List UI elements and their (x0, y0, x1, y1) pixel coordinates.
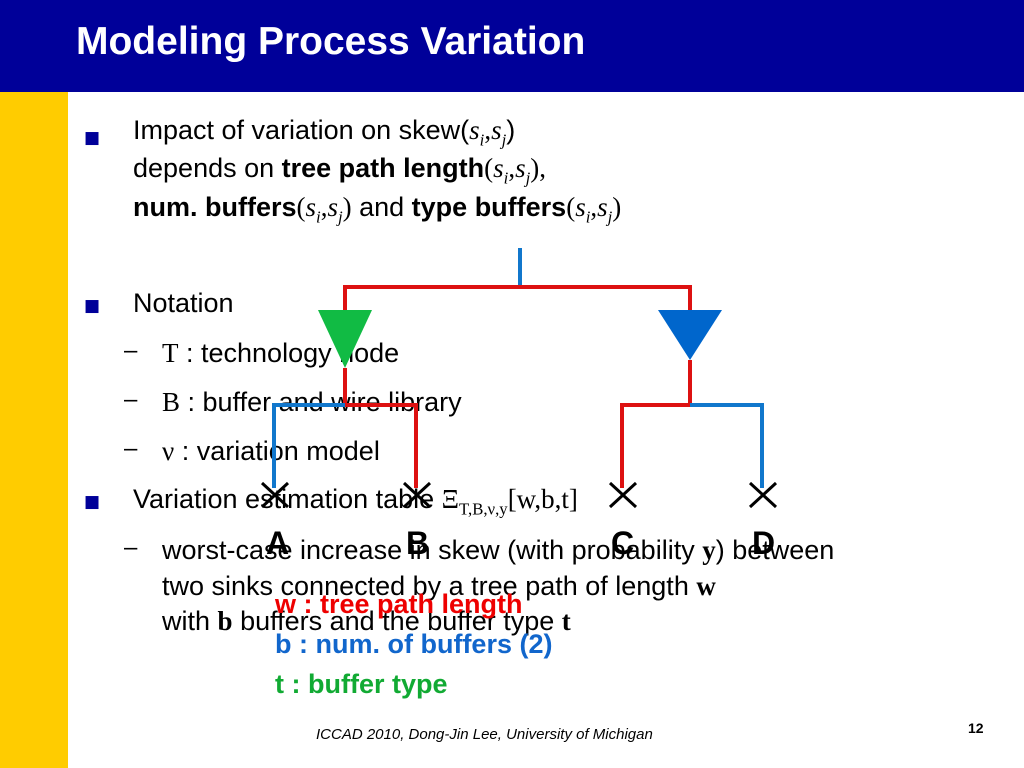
bullet-marker-icon: ■ (84, 492, 101, 512)
title-bar: Modeling Process Variation (0, 0, 1024, 92)
trunk-wire (343, 285, 692, 322)
worst-case-line1: worst-case increase in skew (with probab… (162, 535, 835, 565)
page-number: 12 (968, 720, 984, 736)
dash-marker: – (124, 386, 138, 413)
dash-marker: – (124, 337, 138, 364)
bullet-marker-icon: ■ (84, 296, 101, 316)
sink-x-c (608, 481, 638, 509)
worst-case-line3: with b buffers and the buffer type t (162, 606, 571, 636)
sink-x-d (748, 481, 778, 509)
bullet-impact-line3: num. buffers(si,sj) and type buffers(si,… (133, 192, 622, 227)
wire-to-d (690, 403, 764, 488)
legend-b: b : num. of buffers (2) (275, 629, 553, 659)
sink-x-b (402, 481, 432, 509)
sink-label-b: B (406, 525, 430, 561)
legend-w: w : tree path length (275, 589, 523, 619)
wire-to-c (620, 360, 692, 488)
sink-x-a (260, 481, 290, 509)
wire-to-b (343, 368, 418, 488)
notation-heading: Notation (133, 288, 234, 318)
slide-title: Modeling Process Variation (76, 20, 586, 63)
notation-item-variation: ν : variation model (162, 436, 380, 466)
buffer-blue-icon (658, 310, 722, 360)
bullet-impact-line2: depends on tree path length(si,sj), (133, 153, 546, 188)
sink-label-d: D (752, 525, 776, 561)
buffer-green-icon (318, 310, 372, 368)
variation-table-line: Variation estimation table ΞT,B,ν,y[w,b,… (133, 484, 578, 519)
dash-marker: – (124, 534, 138, 561)
bullet-impact-line1: Impact of variation on skew(si,sj) (133, 115, 516, 150)
sink-markers (260, 481, 778, 509)
bullet-marker-icon: ■ (84, 128, 101, 148)
wire-to-a (272, 403, 345, 488)
notation-item-technology: T : technology node (162, 338, 400, 368)
sink-label-c: C (611, 525, 635, 561)
dash-marker: – (124, 435, 138, 462)
slide-footer: ICCAD 2010, Dong-Jin Lee, University of … (316, 726, 653, 743)
left-accent-bar (0, 92, 68, 768)
worst-case-line2: two sinks connected by a tree path of le… (162, 571, 716, 601)
sink-label-a: A (266, 525, 290, 561)
legend-t: t : buffer type (275, 669, 448, 699)
